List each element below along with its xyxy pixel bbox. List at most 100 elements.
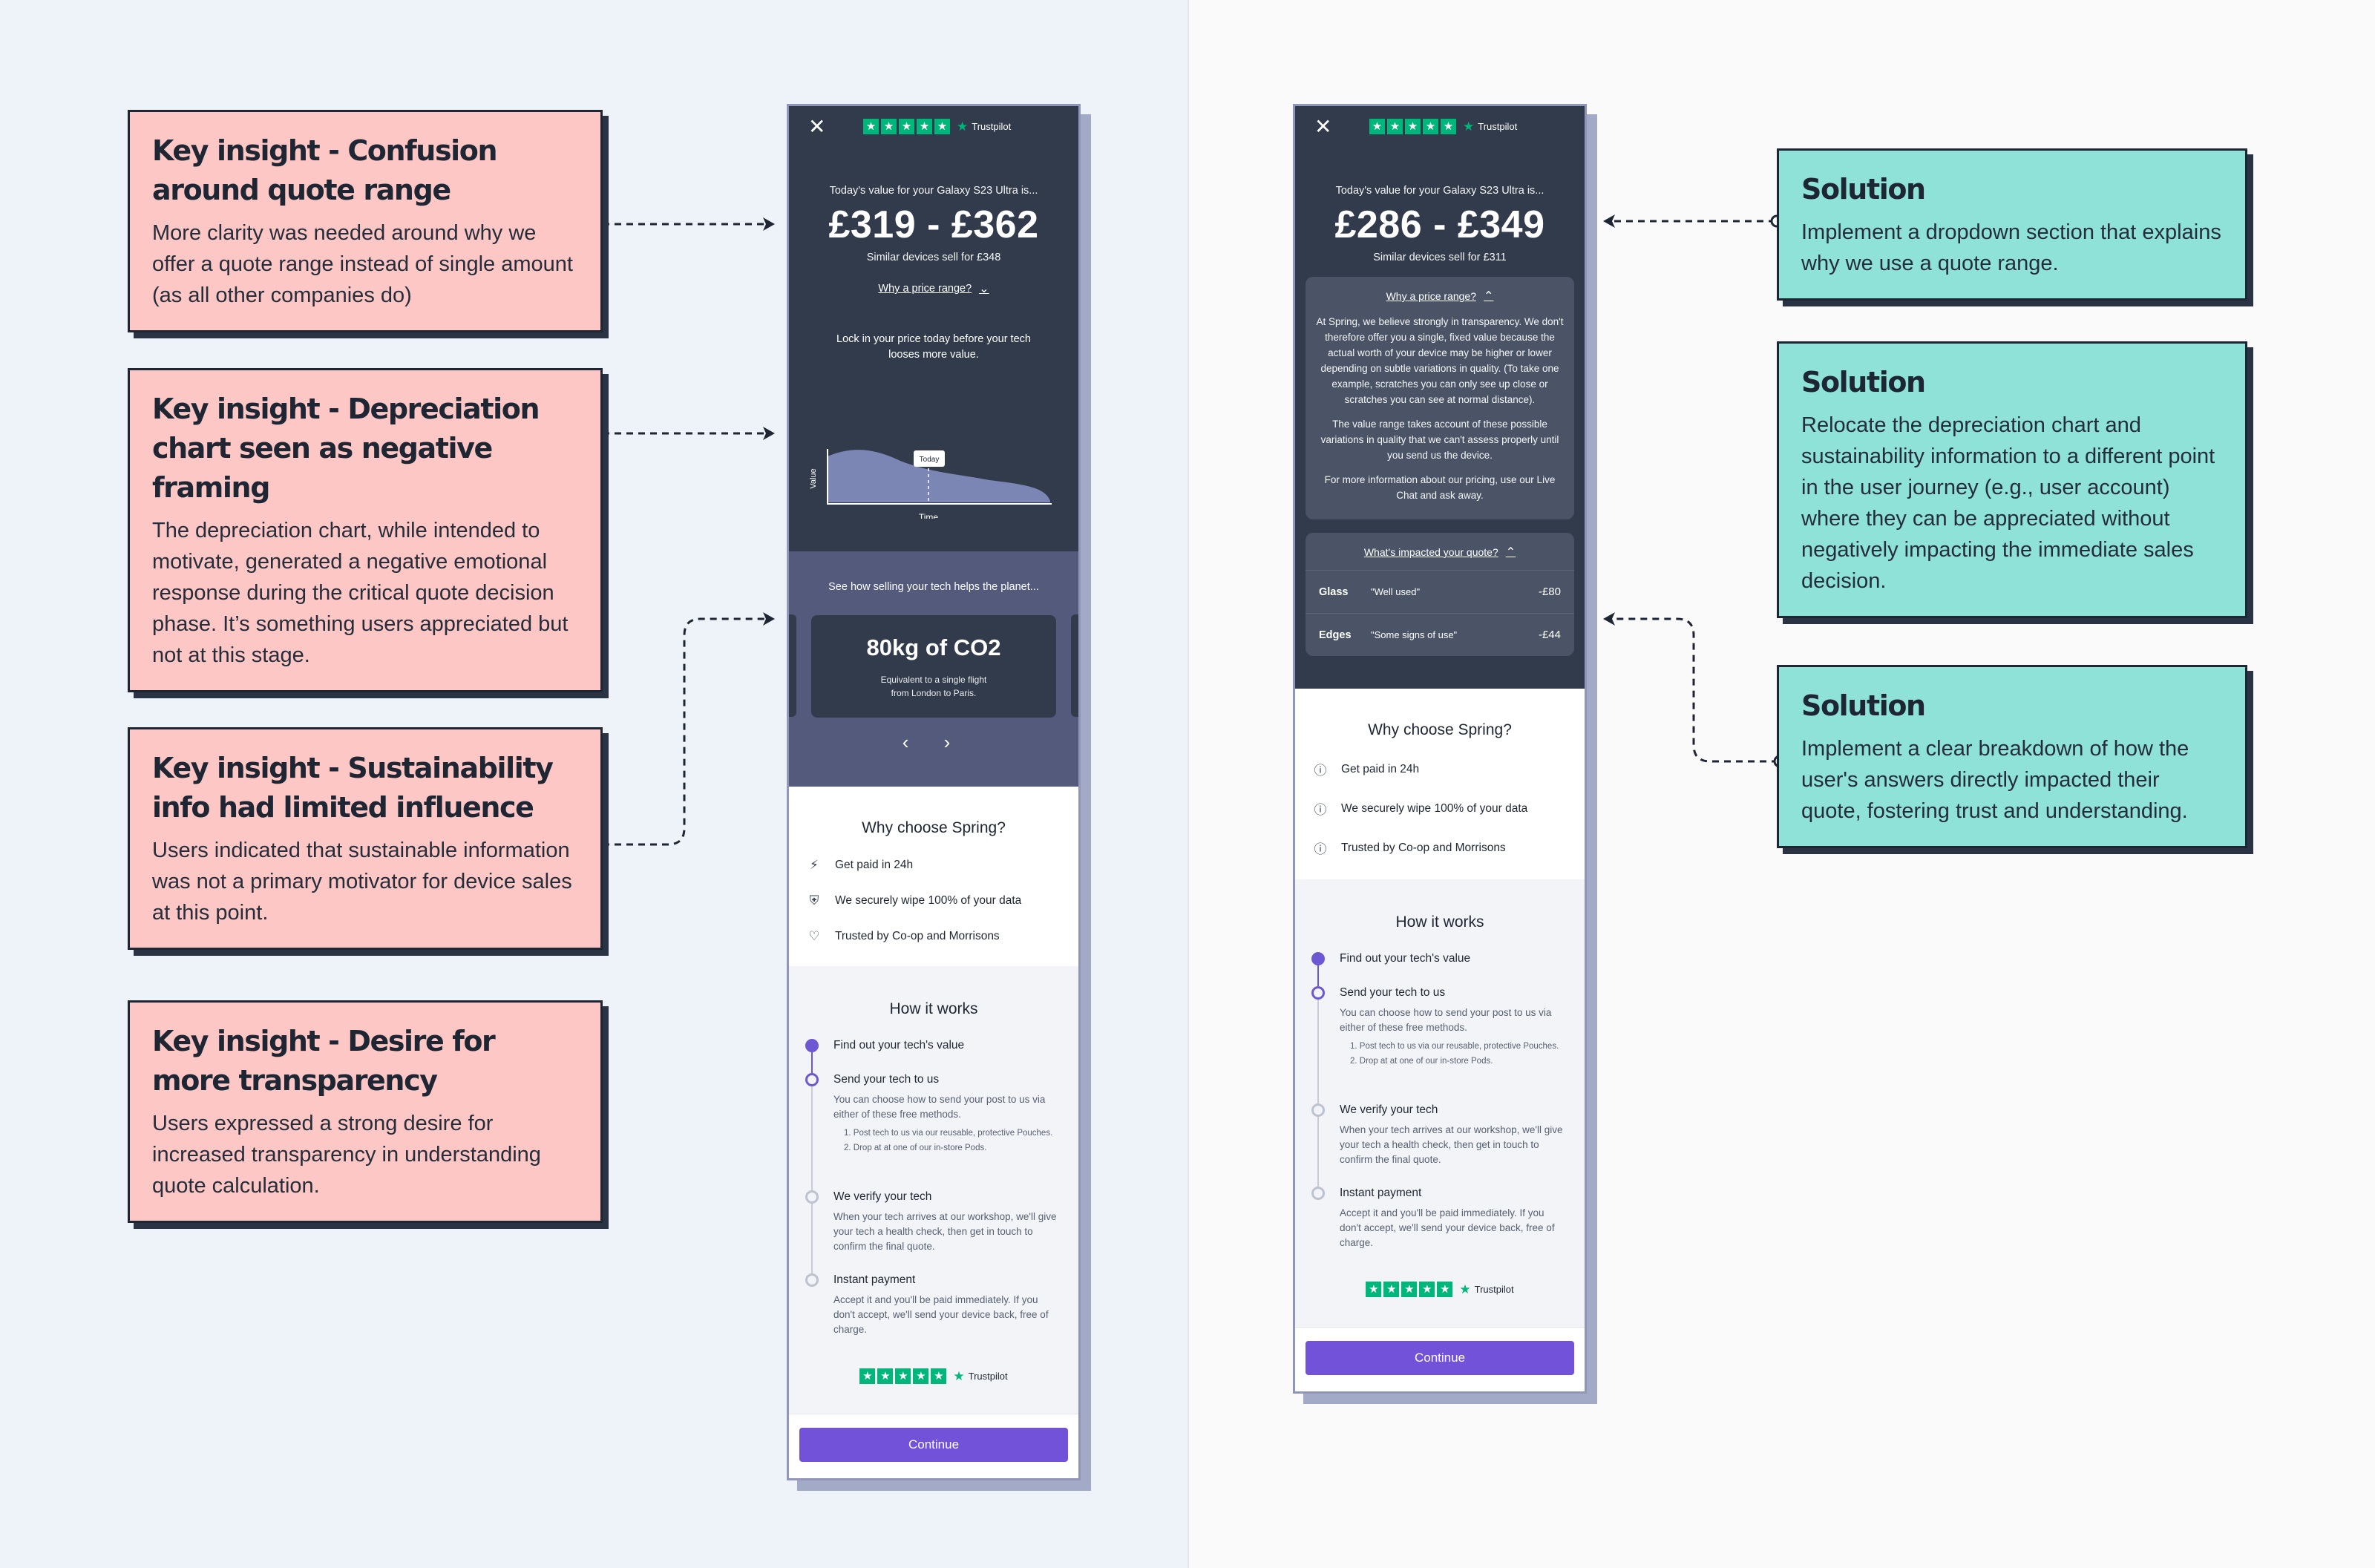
step-item: Instant payment Accept it and you'll be …	[1311, 1187, 1568, 1250]
star-icon: ★	[881, 119, 897, 134]
impact-toggle-label: What's impacted your quote?	[1363, 546, 1498, 558]
why-choose-title: Why choose Spring?	[862, 819, 1006, 836]
continue-button[interactable]: Continue	[1306, 1341, 1574, 1375]
feature-label: Trusted by Co-op and Morrisons	[1341, 841, 1506, 854]
impact-label: Glass	[1319, 585, 1349, 598]
close-icon[interactable]: ✕	[1314, 115, 1332, 138]
heart-icon: ♡	[808, 929, 820, 943]
insight-body: The depreciation chart, while intended t…	[152, 519, 569, 667]
shield-icon: ⛨	[809, 893, 819, 908]
quote-block: Today's value for your Galaxy S23 Ultra …	[1295, 151, 1585, 263]
step-dot	[805, 1190, 819, 1204]
step-body: When your tech arrives at our workshop, …	[1340, 1124, 1563, 1165]
why-price-range-toggle[interactable]: Why a price range? ⌃	[1386, 289, 1494, 304]
step-title: Find out your tech's value	[1340, 952, 1471, 965]
step-item: Send your tech to us You can choose how …	[805, 1073, 1062, 1190]
chevron-up-icon: ⌃	[1505, 546, 1516, 559]
steps-list: Find out your tech's value Send your tec…	[1311, 952, 1568, 1250]
feature-label: We securely wipe 100% of your data	[835, 894, 1022, 907]
co2-description: Equivalent to a single flight from Londo…	[880, 675, 987, 698]
feature-item: ⛨ We securely wipe 100% of your data	[805, 893, 1062, 908]
trustpilot-name: Trustpilot	[972, 121, 1012, 132]
close-icon[interactable]: ✕	[808, 115, 826, 138]
feature-label: Get paid in 24h	[1341, 762, 1420, 775]
step-list-item: 2. Drop at at one of our in-store Pods.	[844, 1144, 987, 1152]
star-icon: ★	[1437, 1282, 1453, 1297]
info-circle-icon: ⓘ	[1314, 803, 1327, 817]
step-item: We verify your tech When your tech arriv…	[1311, 1103, 1568, 1187]
chevron-left-icon[interactable]: ‹	[902, 731, 924, 753]
star-icon: ★	[1366, 1282, 1382, 1297]
step-list-item: 1. Post tech to us via our reusable, pro…	[844, 1129, 1053, 1138]
continue-button[interactable]: Continue	[799, 1428, 1068, 1462]
star-icon: ★	[899, 119, 914, 134]
insight-title: Key insight - Desire for more transparen…	[152, 1025, 496, 1097]
star-icon: ★	[917, 119, 932, 134]
lock-in-text: Lock in your price today before your tec…	[836, 333, 1031, 361]
star-icon: ★	[931, 1368, 947, 1384]
trustpilot-rating: ★ ★ ★ ★ ★ ★ Trustpilot	[863, 119, 1011, 134]
steps-list: Find out your tech's value Send your tec…	[805, 1039, 1062, 1337]
price-range-explanation: At Spring, we believe strongly in transp…	[1306, 304, 1574, 519]
step-body: Accept it and you'll be paid immediately…	[1340, 1207, 1555, 1248]
trustpilot-name: Trustpilot	[968, 1371, 1008, 1382]
lightning-icon: ⚡	[810, 858, 819, 872]
step-title: Send your tech to us	[1340, 986, 1446, 999]
carousel-controls: ‹ ›	[789, 731, 1078, 754]
how-it-works-title: How it works	[1395, 913, 1484, 931]
solution-card-breakdown: Solution Implement a clear breakdown of …	[1777, 665, 2247, 848]
star-icon: ★	[895, 1368, 911, 1384]
step-item: Find out your tech's value	[805, 1039, 1062, 1073]
phone-before: ✕ ★ ★ ★ ★ ★ ★ Trustpilot Today's value f…	[787, 104, 1081, 1480]
step-dot	[1311, 952, 1325, 965]
step-title: Send your tech to us	[833, 1073, 940, 1086]
insight-card-depreciation: Key insight - Depreciation chart seen as…	[128, 368, 603, 692]
star-icon: ★	[1419, 1282, 1435, 1297]
impact-toggle[interactable]: What's impacted your quote? ⌃	[1364, 545, 1516, 560]
step-body: When your tech arrives at our workshop, …	[833, 1211, 1057, 1252]
step-body: You can choose how to send your post to …	[833, 1094, 1046, 1120]
depreciation-chart: Today Value Time	[789, 363, 1078, 522]
chevron-right-icon[interactable]: ›	[943, 731, 966, 753]
insight-card-quote-range: Key insight - Confusion around quote ran…	[128, 110, 603, 332]
star-icon: ★	[1405, 119, 1421, 134]
impact-row: Edges "Some signs of use" -£44	[1306, 613, 1574, 656]
star-icon: ★	[863, 119, 879, 134]
chevron-up-icon: ⌃	[1484, 290, 1494, 303]
impact-label: Edges	[1319, 629, 1352, 641]
why-price-range-label: Why a price range?	[1386, 290, 1476, 302]
star-icon: ★	[877, 1368, 894, 1384]
quote-block: Today's value for your Galaxy S23 Ultra …	[789, 151, 1078, 363]
step-item: Send your tech to us You can choose how …	[1311, 986, 1568, 1103]
explanation-paragraph: At Spring, we believe strongly in transp…	[1316, 316, 1564, 405]
insight-body: Users indicated that sustainable informa…	[152, 839, 572, 925]
step-title: Find out your tech's value	[833, 1039, 965, 1052]
trustpilot-logo-icon: ★	[1459, 1282, 1471, 1296]
star-icon: ★	[1423, 119, 1438, 134]
step-dot	[805, 1039, 819, 1052]
solution-body: Relocate the depreciation chart and sust…	[1801, 413, 2215, 593]
chevron-down-icon: ⌄	[979, 283, 989, 295]
why-price-range-link[interactable]: Why a price range? ⌄	[878, 281, 989, 296]
step-title: Instant payment	[1340, 1187, 1422, 1199]
quote-subtitle: Today's value for your Galaxy S23 Ultra …	[1335, 185, 1544, 197]
quote-header: ✕ ★ ★ ★ ★ ★ ★ Trustpilot Today's value f…	[1295, 106, 1585, 689]
co2-value: 80kg of CO2	[866, 634, 1001, 660]
quote-header: ✕ ★ ★ ★ ★ ★ ★ Trustpilot Today's value f…	[789, 106, 1078, 551]
price-range-dropdown: Why a price range? ⌃ At Spring, we belie…	[1306, 277, 1574, 519]
chart-ylabel: Value	[809, 468, 818, 488]
star-icon: ★	[859, 1368, 876, 1384]
planet-title: See how selling your tech helps the plan…	[828, 581, 1039, 593]
step-title: Instant payment	[833, 1273, 916, 1286]
insight-body: More clarity was needed around why we of…	[152, 221, 573, 307]
top-bar: ✕ ★ ★ ★ ★ ★ ★ Trustpilot	[789, 106, 1078, 151]
solution-card-dropdown: Solution Implement a dropdown section th…	[1777, 148, 2247, 301]
insight-title: Key insight - Sustainability info had li…	[152, 752, 554, 824]
star-icon: ★	[1383, 1282, 1400, 1297]
similar-price: Similar devices sell for £311	[1373, 252, 1507, 263]
quote-subtitle: Today's value for your Galaxy S23 Ultra …	[829, 185, 1038, 197]
insight-title: Key insight - Confusion around quote ran…	[152, 134, 498, 206]
solution-body: Implement a dropdown section that explai…	[1801, 220, 2221, 275]
star-icon: ★	[913, 1368, 929, 1384]
step-body: You can choose how to send your post to …	[1340, 1007, 1552, 1033]
